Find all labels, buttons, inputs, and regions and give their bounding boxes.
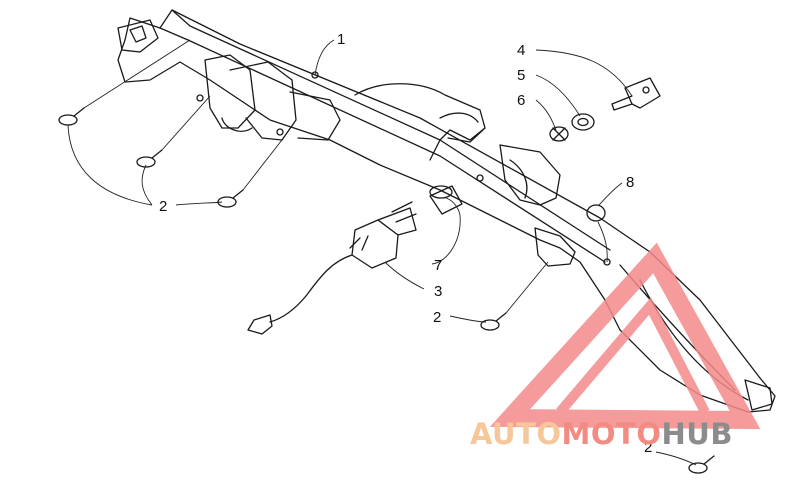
callout-2-center: 2 bbox=[433, 309, 442, 326]
leader-lines bbox=[67, 39, 697, 466]
part-5-nut bbox=[571, 113, 595, 131]
watermark-word-auto: AUTO bbox=[470, 417, 562, 451]
watermark-triangle-logo bbox=[489, 242, 761, 430]
callout-8: 8 bbox=[626, 174, 635, 191]
part-4-key bbox=[611, 77, 661, 111]
callout-4: 4 bbox=[517, 42, 526, 59]
watermark-brand-text: AUTOMOTOHUB bbox=[470, 420, 795, 449]
callout-2-left: 2 bbox=[159, 198, 168, 215]
part-8-plug bbox=[586, 204, 606, 222]
watermark-word-moto: MOTO bbox=[561, 417, 662, 451]
part-1-dash-panel bbox=[117, 9, 776, 413]
callout-1: 1 bbox=[337, 31, 346, 48]
part-3-ignition-switch bbox=[247, 201, 417, 335]
callout-2-right: 2 bbox=[644, 439, 653, 456]
watermark-word-hub: HUB bbox=[661, 417, 733, 451]
callout-7: 7 bbox=[434, 257, 443, 274]
part-6-washer bbox=[549, 126, 569, 142]
part-7-switch-boot bbox=[429, 185, 463, 215]
callout-6: 6 bbox=[517, 92, 526, 109]
callout-3: 3 bbox=[434, 283, 443, 300]
callout-5: 5 bbox=[517, 67, 526, 84]
